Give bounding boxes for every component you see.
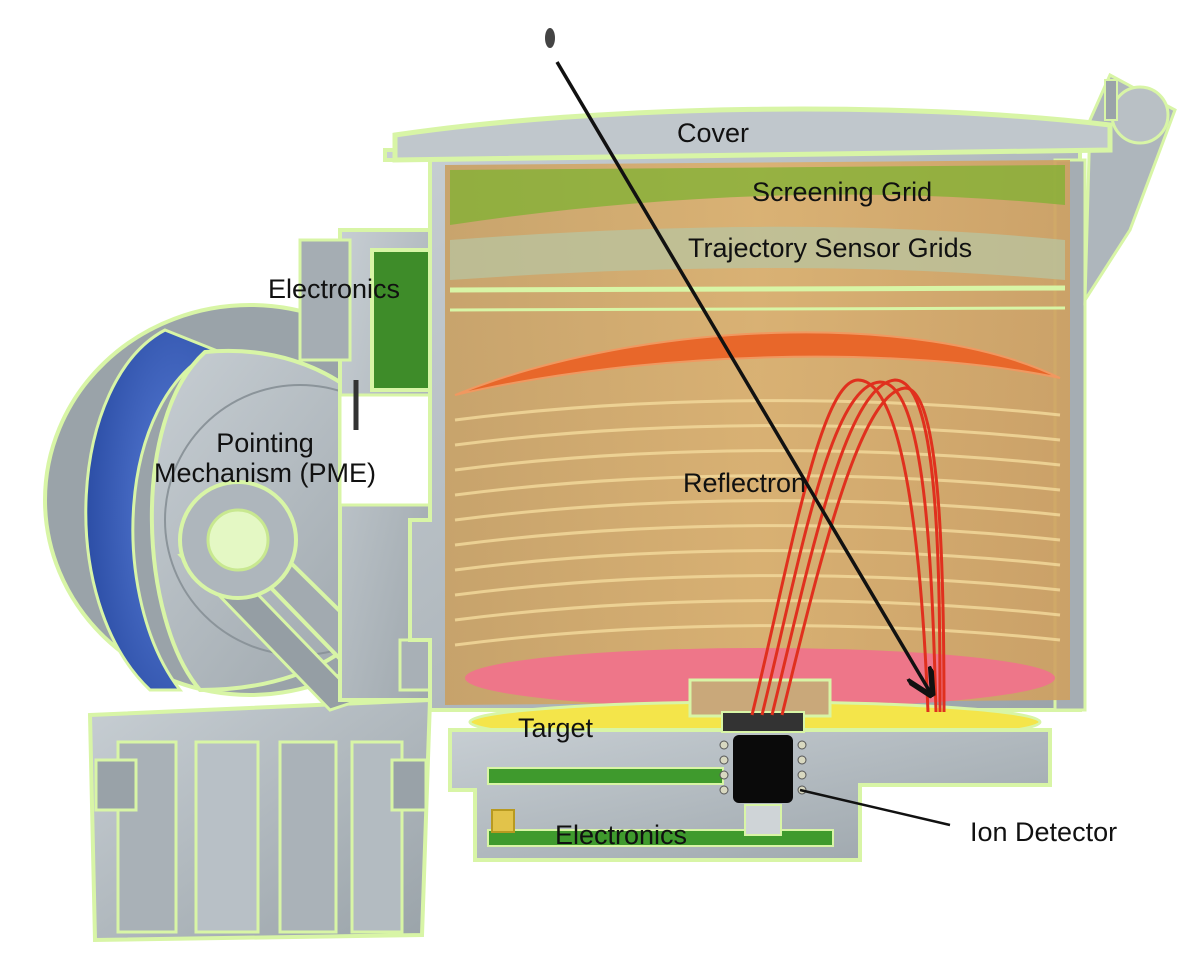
label-screening-grid: Screening Grid — [752, 177, 933, 207]
label-reflectron: Reflectron — [683, 468, 807, 498]
label-pointing-mechanism: Pointing Mechanism (PME) — [153, 428, 377, 488]
cover — [392, 106, 1113, 163]
impact-arrow — [555, 61, 930, 692]
ion-detector — [719, 711, 807, 836]
ion-trajectories — [750, 378, 946, 716]
dust-trajectory — [545, 28, 930, 692]
screening-grid — [450, 165, 1065, 225]
label-target: Target — [518, 713, 594, 743]
reflectron-body — [445, 160, 1070, 708]
label-cover: Cover — [677, 118, 750, 148]
reflectron-rings — [454, 399, 1061, 647]
label-ion-detector: Ion Detector — [970, 817, 1118, 847]
label-electronics-top: Electronics — [268, 274, 401, 304]
label-electronics-bottom: Electronics — [555, 820, 688, 850]
dust-particle — [545, 28, 555, 48]
base-mount — [87, 697, 433, 943]
trajectory-sensor-grids — [450, 226, 1065, 280]
label-trajectory-sensor-grids: Trajectory Sensor Grids — [688, 233, 973, 263]
reflectron-entry-plate — [454, 331, 1061, 396]
ion-detector-leader — [799, 788, 951, 827]
